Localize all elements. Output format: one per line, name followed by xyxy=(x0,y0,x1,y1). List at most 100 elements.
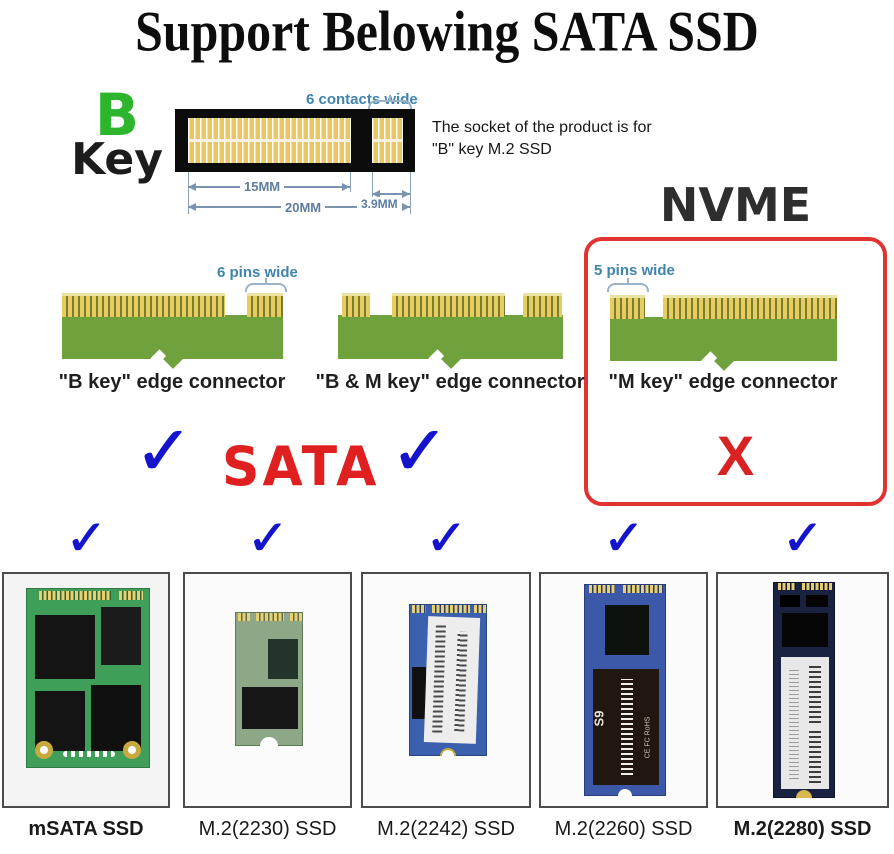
dimension-line-3-9mm xyxy=(372,190,410,198)
flash-chip xyxy=(91,685,141,751)
nvme-label: NVME xyxy=(659,178,812,232)
brace-icon xyxy=(368,100,412,109)
mounting-hole xyxy=(123,741,141,759)
label-sticker xyxy=(781,657,829,789)
barcode xyxy=(621,679,633,775)
check-icon: ✓ xyxy=(134,410,193,492)
b-key-edge-connector-diagram xyxy=(62,293,283,369)
bm-key-edge-connector-diagram xyxy=(338,293,563,369)
sticker-text-lines xyxy=(789,667,799,779)
check-icon: ✓ xyxy=(390,410,449,492)
m-key-connector-caption: "M key" edge connector xyxy=(608,371,838,393)
sata-label: SATA xyxy=(222,435,380,499)
brace-icon xyxy=(607,283,649,292)
edge-pins xyxy=(589,585,615,593)
flash-chip xyxy=(412,667,426,719)
solder-pads xyxy=(63,751,115,757)
mounting-hole xyxy=(35,741,53,759)
dimension-tick xyxy=(410,172,411,214)
m-key-edge-connector-diagram xyxy=(610,295,837,371)
nvme-highlight-box xyxy=(584,237,887,506)
msata-ssd-box xyxy=(2,572,170,808)
dimension-label-20mm: 20MM xyxy=(281,200,326,215)
socket-note-line1: The socket of the product is for xyxy=(432,119,652,136)
m2-2280-ssd-label: M.2(2280) SSD xyxy=(733,818,872,840)
flash-chip xyxy=(806,595,828,607)
check-icon: ✓ xyxy=(781,509,824,567)
m2-2230-ssd-box xyxy=(183,572,352,808)
check-icon: ✓ xyxy=(65,509,107,567)
pin-group xyxy=(342,293,370,317)
m2-2242-ssd-label: M.2(2242) SSD xyxy=(377,818,515,840)
flash-chip xyxy=(101,607,141,665)
socket-note: The socket of the product is for "B" key… xyxy=(432,117,652,161)
check-row-item: ✓ xyxy=(183,508,352,570)
sticker-text: S9 xyxy=(591,710,607,727)
m2-2242-ssd-box xyxy=(361,572,531,808)
socket-contacts-wide xyxy=(188,118,351,163)
check-row-item: ✓ xyxy=(361,508,531,570)
dimension-tick xyxy=(350,172,351,192)
m2-2280-ssd-image xyxy=(773,582,835,798)
pin-group xyxy=(247,293,283,317)
check-row-item: ✓ xyxy=(716,508,889,570)
check-row-item: ✓ xyxy=(539,508,708,570)
edge-pins xyxy=(39,591,111,600)
flash-chip xyxy=(35,615,95,679)
msata-ssd-image xyxy=(26,588,150,768)
barcode xyxy=(454,631,468,732)
m2-2260-ssd-image: S9 CE FC RoHS xyxy=(584,584,666,796)
b-key-letter: B xyxy=(94,81,140,149)
barcode xyxy=(432,624,446,733)
check-icon: ✓ xyxy=(246,509,289,567)
dimension-label-3-9mm: 3.9MM xyxy=(357,197,402,211)
dimension-tick xyxy=(188,172,189,214)
m2-2260-ssd-box: S9 CE FC RoHS xyxy=(539,572,708,808)
flash-chip xyxy=(242,687,298,729)
flash-chip xyxy=(780,595,800,607)
barcode xyxy=(809,665,821,723)
m2-2280-ssd-box xyxy=(716,572,889,808)
msata-ssd-label: mSATA SSD xyxy=(28,818,144,840)
edge-pins xyxy=(412,605,426,613)
b-key-connector-caption: "B key" edge connector xyxy=(58,371,286,393)
screw-notch xyxy=(440,748,456,756)
check-icon: ✓ xyxy=(602,509,645,567)
page-title: Support Belowing SATA SSD xyxy=(135,1,759,64)
pin-group xyxy=(62,293,225,317)
b-key-word: Key xyxy=(71,134,163,185)
m2-2230-ssd-image xyxy=(235,612,303,746)
x-mark-icon: X xyxy=(716,424,755,487)
edge-pins xyxy=(256,613,284,621)
m2-2260-ssd-label: M.2(2260) SSD xyxy=(554,818,693,840)
dimension-tick xyxy=(372,172,373,202)
certification-marks: CE FC RoHS xyxy=(644,716,652,759)
label-sticker xyxy=(423,616,481,744)
edge-pins xyxy=(290,613,302,621)
six-pins-wide-label: 6 pins wide xyxy=(217,264,298,281)
bm-key-connector-caption: "B & M key" edge connector xyxy=(315,371,585,393)
m2-2230-ssd-label: M.2(2230) SSD xyxy=(198,818,337,840)
edge-pins xyxy=(474,605,486,613)
screw-notch xyxy=(618,789,632,796)
edge-pins xyxy=(119,591,143,600)
five-pins-wide-label: 5 pins wide xyxy=(594,262,675,279)
controller-chip xyxy=(268,639,298,679)
check-row-item: ✓ xyxy=(2,508,170,570)
barcode xyxy=(809,731,821,783)
screw-notch xyxy=(796,790,812,798)
pin-group xyxy=(610,295,645,319)
socket-note-line2: "B" key M.2 SSD xyxy=(432,141,552,158)
socket-contacts-narrow xyxy=(372,118,403,163)
dimension-label-15mm: 15MM xyxy=(240,179,285,194)
edge-pins xyxy=(802,583,832,590)
edge-pins xyxy=(238,613,250,621)
controller-chip xyxy=(605,605,649,655)
brace-icon xyxy=(245,283,287,292)
flash-chip xyxy=(782,613,828,647)
edge-pins xyxy=(778,583,796,590)
check-icon: ✓ xyxy=(425,509,467,567)
m2-2242-ssd-image xyxy=(409,604,487,756)
edge-pins xyxy=(623,585,663,593)
